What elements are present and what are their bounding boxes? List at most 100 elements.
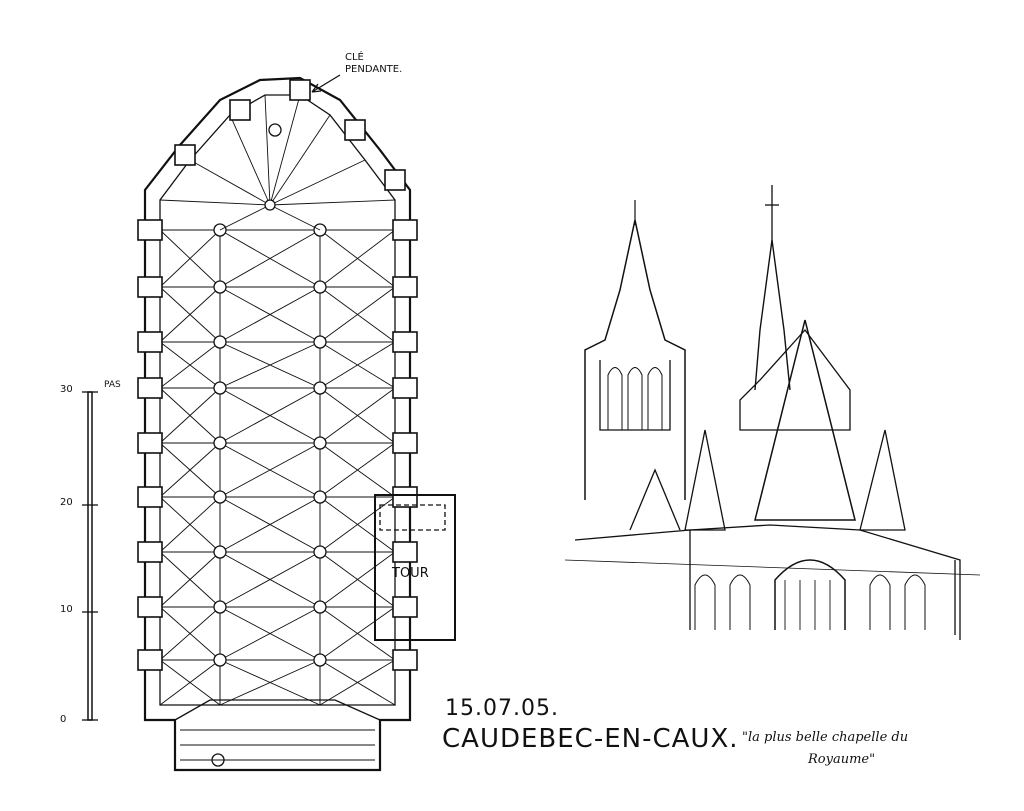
scale-tick-30: 30 — [60, 384, 73, 395]
quote-line-2: Royaume" — [808, 752, 876, 767]
buttress — [137, 432, 163, 454]
place-title: CAUDEBEC-EN-CAUX. — [442, 724, 739, 754]
vault-rib — [159, 229, 221, 288]
crossing-spire — [754, 239, 791, 391]
quote-line-1: "la plus belle chapelle du — [742, 730, 909, 745]
vault-rib — [319, 606, 396, 661]
buttress — [392, 331, 418, 353]
buttress — [137, 331, 163, 353]
plan-inner-wall — [159, 94, 396, 706]
chapel-roof-far-left — [629, 468, 681, 531]
sketch-date: 15.07.05. — [445, 696, 559, 721]
vault-rib — [159, 551, 221, 608]
scale-bar — [87, 391, 93, 721]
buttress — [392, 219, 418, 241]
vault-rib — [319, 341, 396, 389]
vault-rib — [159, 606, 221, 661]
buttress — [137, 649, 163, 671]
vault-rib — [219, 606, 321, 661]
vault-rib — [159, 341, 221, 389]
vault-rib — [159, 387, 221, 444]
vault-rib — [319, 387, 396, 444]
buttress — [137, 596, 163, 618]
tower-label: TOUR — [392, 566, 429, 581]
ground-line — [564, 559, 981, 576]
vault-rib — [219, 286, 321, 343]
belfry-window — [627, 367, 643, 430]
pier — [313, 381, 327, 395]
vault-rib — [319, 229, 396, 288]
vault-rib — [159, 496, 221, 553]
pier — [313, 545, 327, 559]
vault-rib — [219, 551, 321, 608]
vault-rib — [319, 496, 396, 553]
pier — [313, 490, 327, 504]
apse-buttress — [384, 169, 406, 191]
buttress — [392, 377, 418, 399]
pier — [313, 653, 327, 667]
apse-buttress — [229, 99, 251, 121]
pier — [313, 436, 327, 450]
pier — [213, 653, 227, 667]
buttress — [137, 541, 163, 563]
apse-rib — [159, 199, 271, 206]
vault-rib — [319, 286, 396, 343]
chapel-window — [729, 574, 751, 630]
buttress — [392, 596, 418, 618]
pier — [213, 600, 227, 614]
pendant-keystone — [268, 123, 282, 137]
apse-buttress — [174, 144, 196, 166]
pier — [213, 280, 227, 294]
buttress — [392, 432, 418, 454]
apse-roof — [754, 319, 856, 521]
apse-buttress — [344, 119, 366, 141]
vault-rib — [159, 442, 221, 498]
scale-tick-0: 0 — [60, 714, 67, 725]
vault-rib — [319, 659, 396, 706]
tower-belfry — [599, 360, 671, 431]
tower-outline — [374, 494, 456, 641]
vault-rib — [159, 286, 221, 343]
apse-rib — [269, 114, 331, 206]
pier — [213, 335, 227, 349]
vault-rib — [219, 387, 321, 444]
belfry-window — [607, 367, 623, 430]
buttress — [392, 649, 418, 671]
apse-rib — [229, 114, 271, 206]
chapel-roof-left — [684, 429, 726, 531]
rose-window-arch — [774, 559, 846, 630]
pier — [313, 600, 327, 614]
chevet-walls — [574, 524, 961, 640]
scale-tick-10: 10 — [60, 604, 73, 615]
buttress — [137, 377, 163, 399]
scale-tick-20: 20 — [60, 497, 73, 508]
stair-newel — [211, 753, 225, 767]
vault-rib — [219, 229, 321, 288]
apse-rib — [189, 159, 271, 206]
annotation-arrow — [311, 74, 341, 93]
apse-rib — [269, 199, 396, 206]
buttress — [392, 276, 418, 298]
belfry-window — [647, 367, 663, 430]
west-porch — [174, 699, 381, 721]
apse-rib — [264, 94, 271, 206]
pier — [213, 436, 227, 450]
buttress — [137, 486, 163, 508]
chapel-window — [904, 574, 926, 630]
tower-stair — [379, 504, 446, 531]
vault-rib — [319, 551, 396, 608]
chapel-window — [694, 574, 716, 630]
annotation-pendante: PENDANTE. — [345, 64, 403, 75]
pier — [213, 490, 227, 504]
vault-rib — [319, 442, 396, 498]
vault-rib — [219, 442, 321, 498]
buttress — [137, 276, 163, 298]
apse-rib — [219, 204, 271, 231]
chapel-roof-right — [859, 429, 906, 531]
vault-rib — [159, 659, 221, 706]
apse-buttress — [289, 79, 311, 101]
pier — [213, 381, 227, 395]
vault-rib — [219, 496, 321, 553]
plan-outline — [143, 76, 412, 772]
